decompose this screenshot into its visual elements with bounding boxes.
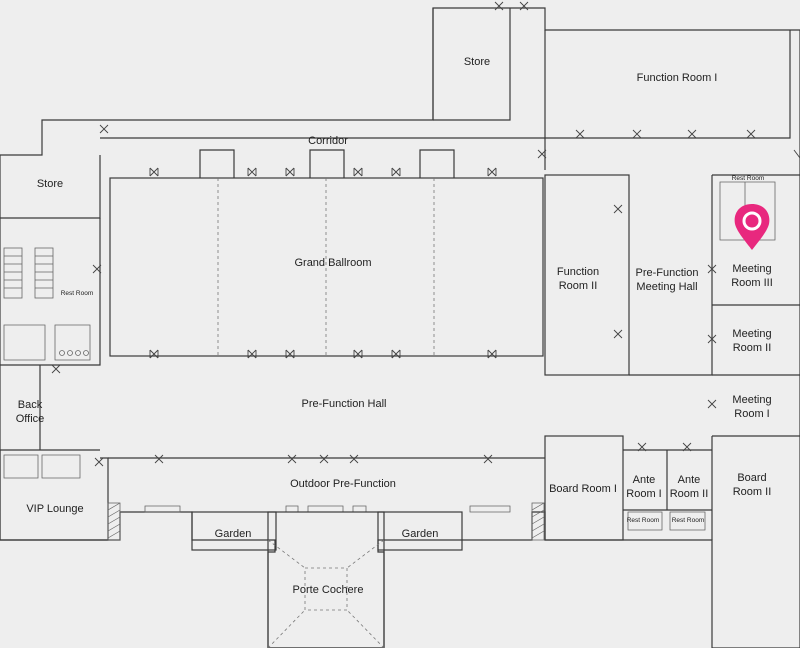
corridor-label: Corridor [308,135,348,147]
board-room-2-label-line1: Board [737,472,766,484]
garden-right-walls [377,511,463,551]
left-rest-room-fixtures [3,247,91,361]
porte-cochere-walls [267,511,385,648]
rest-room-bottom-2-label: Rest Room [672,517,705,524]
garden-right-label: Garden [402,528,439,540]
meeting-room-3-label-line2: Room III [731,277,773,289]
meeting-room-2-label-line2: Room II [733,342,772,354]
meeting-room-1-label-line1: Meeting [732,394,771,406]
function-room-2-label-line1: Function [557,266,599,278]
store-top-walls [432,8,511,121]
outdoor-prefunction-label: Outdoor Pre-Function [290,478,396,490]
prefunction-meeting-label-line1: Pre-Function [636,267,699,279]
vip-fixtures [3,454,81,479]
building-outline [0,7,800,648]
door-symbols [51,1,800,467]
garden-left-walls [191,511,277,551]
ante-room-1-label-line1: Ante [633,474,656,486]
store-left-label: Store [37,178,63,190]
ante-room-1-label-line2: Room I [626,488,661,500]
function-room-2-walls [544,174,630,376]
rest-room-left-label: Rest Room [61,290,94,297]
porte-cochere-inner [304,567,348,611]
prefunction-meeting-label-line2: Meeting Hall [636,281,697,293]
location-pin-icon[interactable] [734,204,770,250]
board-room-1-walls [544,435,624,541]
stairs-left [107,502,121,541]
stairs-left-hatch [107,502,121,539]
garden-left-label: Garden [215,528,252,540]
vip-lounge-label: VIP Lounge [26,503,83,515]
rest-room-bottom-1-label: Rest Room [627,517,660,524]
back-office-label-line1: Back [18,399,43,411]
corridor-nubs [199,149,455,178]
stairs-right-hatch [531,502,545,539]
board-room-2-label-line2: Room II [733,486,772,498]
function-room-1-walls [544,30,791,139]
meeting-rooms-walls [711,174,800,540]
ante-rooms-walls [623,449,712,511]
grand-ballroom-walls [109,177,544,357]
stairs-right [531,502,545,541]
function-room-2-label-line2: Room II [559,280,598,292]
meeting-room-3-label-line1: Meeting [732,263,771,275]
prefunction-hall-label: Pre-Function Hall [302,398,387,410]
left-column-walls [0,218,101,451]
meeting-room-1-label-line2: Room I [734,408,769,420]
bottom-rest-rooms [627,511,706,531]
back-office-label-line2: Office [16,413,45,425]
function-room-1-label: Function Room I [637,72,718,84]
meeting-room-2-label-line1: Meeting [732,328,771,340]
store-top-label: Store [464,56,490,68]
rest-room-top-right-label: Rest Room [732,175,765,182]
grand-ballroom-label: Grand Ballroom [294,257,371,269]
board-room-1-label: Board Room I [549,483,617,495]
porte-cochere-label: Porte Cochere [293,584,364,596]
ante-room-2-label-line2: Room II [670,488,709,500]
corridor-wall [100,137,546,170]
ante-room-2-label-line1: Ante [678,474,701,486]
